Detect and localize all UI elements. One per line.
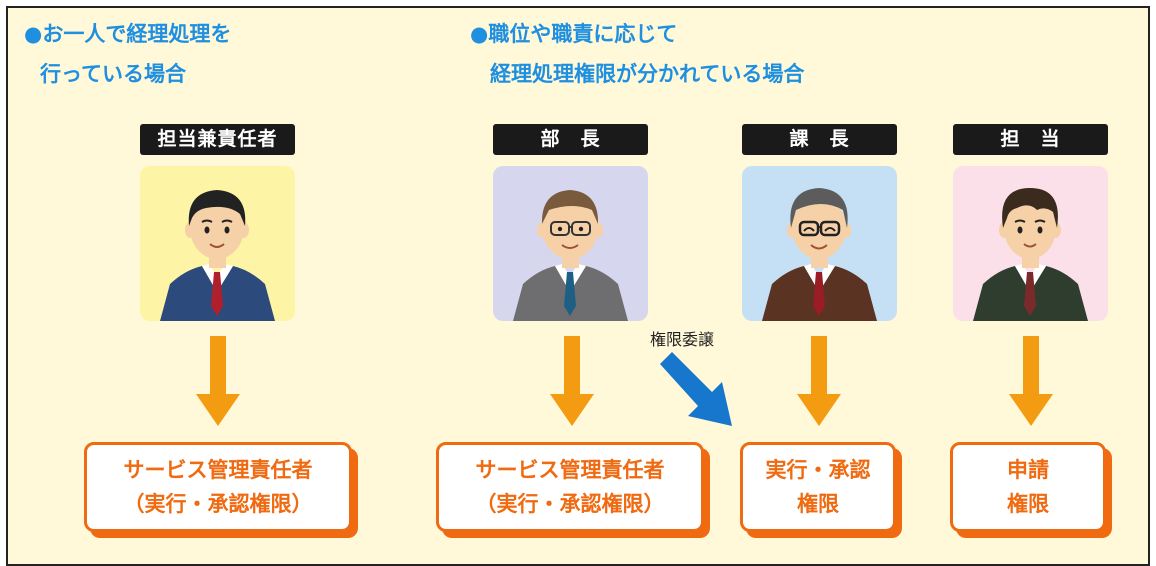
right-heading-line2: 経理処理権限が分かれている場合 <box>490 62 805 86</box>
role-tag-owner: 担当兼責任者 <box>140 124 295 155</box>
left-heading-line2: 行っている場合 <box>40 62 186 86</box>
delegation-arrow <box>660 352 732 426</box>
portrait-owner <box>140 166 295 321</box>
down-arrow-section-chief <box>797 336 841 426</box>
portrait-manager <box>493 166 648 321</box>
result-manager-line2: （実行・承認権限） <box>475 492 665 516</box>
result-box-owner: サービス管理責任者 （実行・承認権限） <box>84 442 352 532</box>
result-staff-line1: 申請 <box>1007 458 1049 482</box>
result-owner-line2: （実行・承認権限） <box>123 492 313 516</box>
result-staff-line2: 権限 <box>1007 492 1049 516</box>
result-manager-line1: サービス管理責任者 <box>475 458 665 482</box>
role-tag-manager: 部 長 <box>493 124 648 155</box>
role-tag-staff: 担 当 <box>953 124 1108 155</box>
result-box-section-chief: 実行・承認 権限 <box>740 442 896 532</box>
down-arrow-manager <box>550 336 594 426</box>
portrait-staff <box>953 166 1108 321</box>
result-box-staff: 申請 権限 <box>950 442 1106 532</box>
left-heading-line1: ●お一人で経理処理を <box>24 22 232 46</box>
result-section-chief-line1: 実行・承認 <box>765 458 871 482</box>
result-box-manager: サービス管理責任者 （実行・承認権限） <box>436 442 704 532</box>
portrait-section-chief <box>742 166 897 321</box>
down-arrow-owner <box>196 336 240 426</box>
role-tag-section-chief: 課 長 <box>742 124 897 155</box>
right-heading-line1: ●職位や職責に応じて <box>470 22 678 46</box>
result-section-chief-line2: 権限 <box>797 492 839 516</box>
delegation-label: 権限委譲 <box>650 330 715 349</box>
result-owner-line1: サービス管理責任者 <box>123 458 313 482</box>
down-arrow-staff <box>1009 336 1053 426</box>
